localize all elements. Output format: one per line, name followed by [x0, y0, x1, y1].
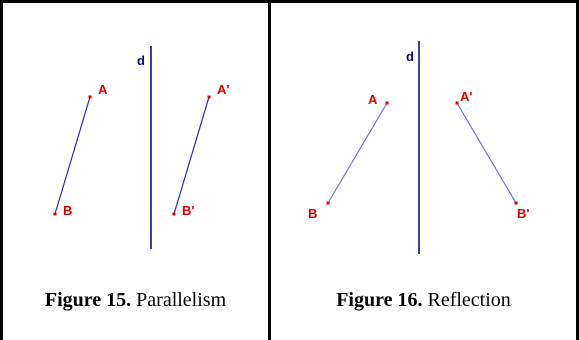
table-border-top — [0, 0, 579, 3]
point-a-prime — [207, 95, 211, 99]
axis-label-d: d — [137, 53, 145, 68]
point-b — [326, 201, 330, 205]
point-a-prime-label: A' — [460, 89, 472, 104]
figure-15-caption-number: Figure 15. — [44, 289, 132, 311]
segment-ab — [54, 96, 91, 215]
point-b-label: B — [308, 206, 317, 221]
point-a-label: A — [98, 82, 108, 97]
point-b — [53, 212, 57, 216]
point-b-prime — [514, 201, 518, 205]
figure-16-panel: d A B A' B' Figure 16. Reflection — [271, 3, 576, 340]
point-b-prime — [172, 212, 176, 216]
table-border-right — [576, 0, 579, 340]
point-a — [88, 95, 92, 99]
point-b-prime-label: B' — [182, 203, 194, 218]
figure-15-panel: d A B A' B' Figure 15. Parallelism — [3, 3, 268, 340]
segment-ap-bp — [456, 102, 517, 204]
segment-ab — [327, 102, 388, 204]
figure-16-caption: Figure 16. Reflection — [271, 289, 576, 312]
point-a-label: A — [368, 92, 378, 107]
axis-label-d: d — [406, 49, 414, 64]
figure-15-diagram: d A B A' B' — [53, 46, 229, 249]
figure-15-caption-title: Parallelism — [131, 289, 227, 311]
figure-16-caption-title: Reflection — [422, 289, 511, 311]
point-a — [385, 101, 389, 105]
point-b-label: B — [63, 203, 72, 218]
figure-16-diagram: d A B A' B' — [308, 41, 529, 254]
figure-16-caption-number: Figure 16. — [336, 289, 423, 311]
point-a-prime-label: A' — [217, 82, 229, 97]
table-border-middle — [268, 0, 271, 340]
point-a-prime — [455, 101, 459, 105]
segment-ap-bp — [173, 96, 210, 215]
point-b-prime-label: B' — [517, 206, 529, 221]
figure-15-caption: Figure 15. Parallelism — [3, 289, 268, 312]
table-border-left — [0, 0, 3, 340]
